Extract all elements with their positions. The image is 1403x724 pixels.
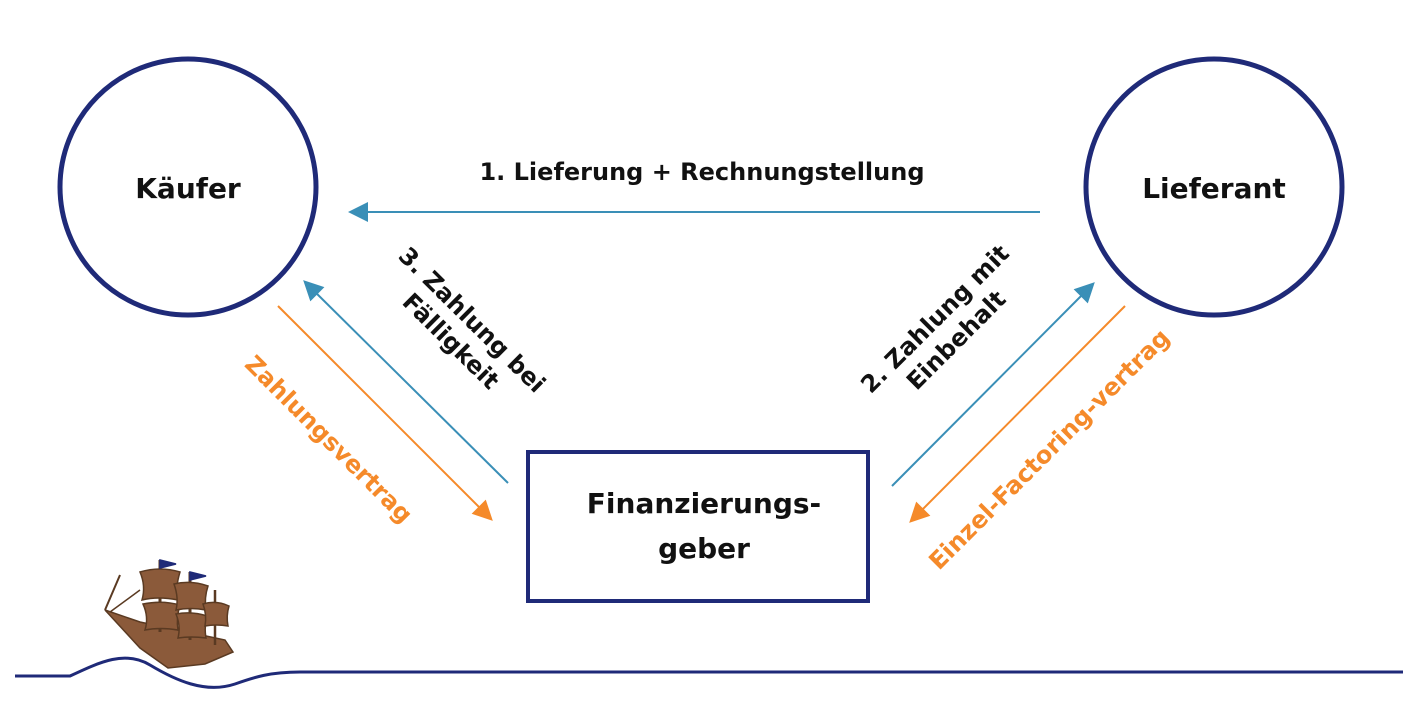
zahlungsvertrag-label: Zahlungsvertrag (239, 350, 418, 529)
kaeufer-node (57, 56, 319, 318)
kaeufer-label: Käufer (135, 172, 241, 205)
finanzierungsgeber-label-line1: Finanzierungs- (587, 487, 821, 520)
ship-logo-icon (104, 559, 235, 669)
arrow-step3 (303, 280, 509, 484)
arrow-zahlungsvertrag (277, 305, 493, 521)
step1-label: 1. Lieferung + Rechnungstellung (479, 158, 924, 186)
finanzierungsgeber-node (526, 450, 870, 603)
ground-line (15, 656, 1403, 689)
arrow-einzel-factoring (909, 305, 1126, 523)
einzel-factoring-label: Einzel-Factoring-vertrag (923, 323, 1175, 575)
arrow-step2 (891, 282, 1095, 487)
finanzierungsgeber-label-line2: geber (658, 532, 750, 565)
lieferant-node (1083, 56, 1345, 318)
lieferant-label: Lieferant (1142, 172, 1286, 205)
